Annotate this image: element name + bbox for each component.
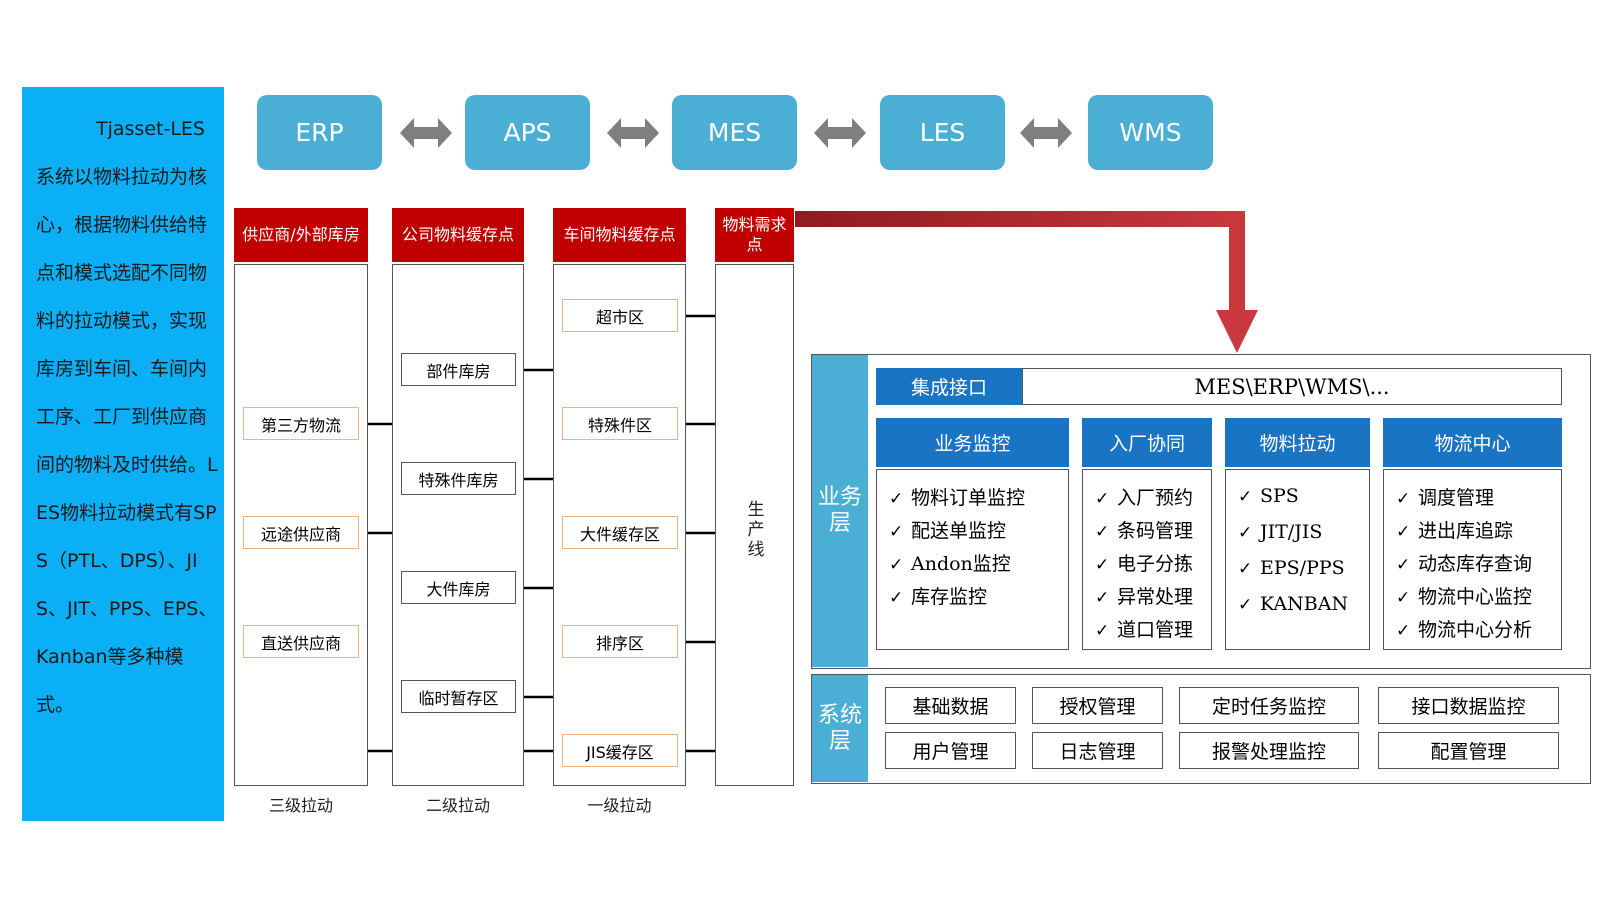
check-icon: ✓ — [889, 489, 904, 509]
supplier-item-3pl: 第三方物流 — [243, 407, 359, 440]
list-item: ✓电子分拣 — [1095, 548, 1193, 581]
check-icon: ✓ — [889, 588, 904, 608]
footer-tier3: 三级拉动 — [268, 796, 333, 815]
system-item-user-management: 用户管理 — [885, 732, 1016, 769]
double-arrow-icon — [607, 118, 659, 148]
system-item-log-management: 日志管理 — [1032, 732, 1163, 769]
company-item-large-warehouse: 大件库房 — [401, 571, 516, 604]
system-box-erp: ERP — [257, 95, 382, 170]
check-icon: ✓ — [889, 555, 904, 575]
list-item: ✓Andon监控 — [889, 548, 1025, 581]
workshop-item-jis-buffer: JIS缓存区 — [562, 734, 678, 767]
double-arrow-icons — [400, 118, 1072, 148]
list-item: ✓条码管理 — [1095, 515, 1193, 548]
system-item-scheduled-tasks: 定时任务监控 — [1179, 687, 1359, 724]
footer-tier1: 一级拉动 — [587, 796, 652, 815]
intro-panel: Tjasset-LES系统以物料拉动为核心，根据物料供给特点和模式选配不同物料的… — [22, 87, 224, 821]
check-icon: ✓ — [1095, 588, 1110, 608]
check-icon: ✓ — [1396, 588, 1411, 608]
column-header-demand: 物料需求点 — [715, 208, 794, 262]
module-header-material-pull: 物料拉动 — [1225, 418, 1370, 467]
integration-interface-label: 集成接口 — [876, 368, 1022, 405]
check-icon: ✓ — [1238, 523, 1253, 543]
system-layer-label: 系统层 — [812, 675, 868, 782]
check-icon: ✓ — [889, 522, 904, 542]
list-item: ✓KANBAN — [1238, 586, 1348, 622]
module-header-inbound-coordination: 入厂协同 — [1082, 418, 1212, 467]
list-item: ✓调度管理 — [1396, 482, 1532, 515]
list-item: ✓动态库存查询 — [1396, 548, 1532, 581]
system-box-wms: WMS — [1088, 95, 1213, 170]
list-item: ✓进出库追踪 — [1396, 515, 1532, 548]
business-layer-label: 业务层 — [812, 355, 868, 667]
system-item-authorization: 授权管理 — [1032, 687, 1163, 724]
list-item: ✓异常处理 — [1095, 581, 1193, 614]
system-box-aps: APS — [465, 95, 590, 170]
check-icon: ✓ — [1396, 621, 1411, 641]
module-inbound-coordination: ✓入厂预约 ✓条码管理 ✓电子分拣 ✓异常处理 ✓道口管理 — [1082, 469, 1212, 650]
column-header-company: 公司物料缓存点 — [392, 208, 524, 262]
check-icon: ✓ — [1095, 522, 1110, 542]
list-item: ✓JIT/JIS — [1238, 514, 1348, 550]
check-icon: ✓ — [1095, 489, 1110, 509]
integration-interface-value: MES\ERP\WMS\... — [1022, 368, 1562, 405]
column-header-supplier: 供应商/外部库房 — [234, 208, 368, 262]
list-item: ✓入厂预约 — [1095, 482, 1193, 515]
system-layer: 系统层 基础数据 授权管理 定时任务监控 接口数据监控 用户管理 日志管理 报警… — [811, 674, 1591, 784]
list-item: ✓物流中心监控 — [1396, 581, 1532, 614]
footer-tier2: 二级拉动 — [425, 796, 490, 815]
flow-arrow-to-platform — [795, 211, 1258, 353]
list-item: ✓EPS/PPS — [1238, 550, 1348, 586]
check-icon: ✓ — [1396, 489, 1411, 509]
double-arrow-icon — [1020, 118, 1072, 148]
double-arrow-icon — [400, 118, 452, 148]
module-header-business-monitoring: 业务监控 — [876, 418, 1069, 467]
system-item-basic-data: 基础数据 — [885, 687, 1016, 724]
check-icon: ✓ — [1396, 555, 1411, 575]
column-header-workshop: 车间物料缓存点 — [553, 208, 686, 262]
list-item: ✓配送单监控 — [889, 515, 1025, 548]
workshop-item-special: 特殊件区 — [562, 407, 678, 440]
company-item-parts-warehouse: 部件库房 — [401, 353, 516, 386]
check-icon: ✓ — [1095, 555, 1110, 575]
system-item-alarm-monitoring: 报警处理监控 — [1179, 732, 1359, 769]
column-demand — [715, 264, 794, 786]
workshop-item-sequencing: 排序区 — [562, 625, 678, 658]
system-box-les: LES — [880, 95, 1005, 170]
workshop-item-supermarket: 超市区 — [562, 299, 678, 332]
check-icon: ✓ — [1238, 487, 1253, 507]
system-item-configuration: 配置管理 — [1378, 732, 1559, 769]
production-line-label: 生产线 — [747, 500, 765, 560]
business-layer: 业务层 集成接口 MES\ERP\WMS\... 业务监控 ✓物料订单监控 ✓配… — [811, 354, 1591, 669]
intro-text: Tjasset-LES系统以物料拉动为核心，根据物料供给特点和模式选配不同物料的… — [36, 118, 218, 716]
supplier-item-remote: 远途供应商 — [243, 516, 359, 549]
list-item: ✓物料订单监控 — [889, 482, 1025, 515]
check-icon: ✓ — [1095, 621, 1110, 641]
module-material-pull: ✓SPS ✓JIT/JIS ✓EPS/PPS ✓KANBAN — [1225, 469, 1370, 650]
workshop-item-large-buffer: 大件缓存区 — [562, 516, 678, 549]
double-arrow-icon — [814, 118, 866, 148]
check-icon: ✓ — [1238, 595, 1253, 615]
system-box-mes: MES — [672, 95, 797, 170]
company-item-special-warehouse: 特殊件库房 — [401, 462, 516, 495]
list-item: ✓库存监控 — [889, 581, 1025, 614]
module-business-monitoring: ✓物料订单监控 ✓配送单监控 ✓Andon监控 ✓库存监控 — [876, 469, 1069, 650]
list-item: ✓SPS — [1238, 478, 1348, 514]
system-item-interface-data: 接口数据监控 — [1378, 687, 1559, 724]
module-header-logistics-center: 物流中心 — [1383, 418, 1562, 467]
check-icon: ✓ — [1396, 522, 1411, 542]
list-item: ✓物流中心分析 — [1396, 614, 1532, 647]
module-logistics-center: ✓调度管理 ✓进出库追踪 ✓动态库存查询 ✓物流中心监控 ✓物流中心分析 — [1383, 469, 1562, 650]
supplier-item-direct: 直送供应商 — [243, 625, 359, 658]
company-item-temp-storage: 临时暂存区 — [401, 680, 516, 713]
list-item: ✓道口管理 — [1095, 614, 1193, 647]
check-icon: ✓ — [1238, 559, 1253, 579]
